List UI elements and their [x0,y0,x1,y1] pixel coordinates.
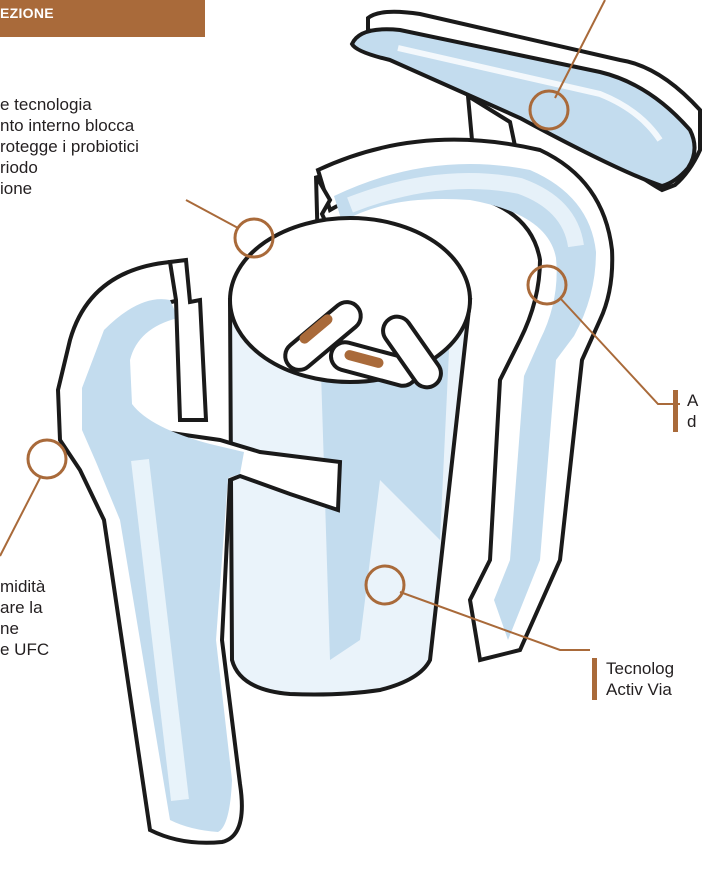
leader-inner-coating [186,200,238,228]
inner-coating-line-3: rotegge i probiotici [0,136,139,157]
callout-humidity: midità are la ne e UFC [0,576,49,660]
humidity-line-1: midità [0,576,49,597]
technology-line-2: Activ Via [606,679,674,700]
section-header-text: EZIONE [0,5,54,21]
marker-humidity [28,440,66,478]
callout-technology: Tecnolog Activ Via [592,658,674,700]
humidity-line-2: are la [0,597,49,618]
inner-coating-line-2: nto interno blocca [0,115,139,136]
callout-right-top: A d [673,390,698,432]
right-top-line-1: A [687,390,698,411]
inner-coating-line-5: ione [0,178,139,199]
humidity-line-3: ne [0,618,49,639]
callout-inner-coating: e tecnologia nto interno blocca rotegge … [0,94,139,199]
inner-coating-line-1: e tecnologia [0,94,139,115]
inner-coating-line-4: riodo [0,157,139,178]
right-top-line-2: d [687,411,698,432]
section-header: EZIONE [0,0,205,37]
leader-humidity [0,478,40,556]
technology-line-1: Tecnolog [606,658,674,679]
humidity-line-4: e UFC [0,639,49,660]
